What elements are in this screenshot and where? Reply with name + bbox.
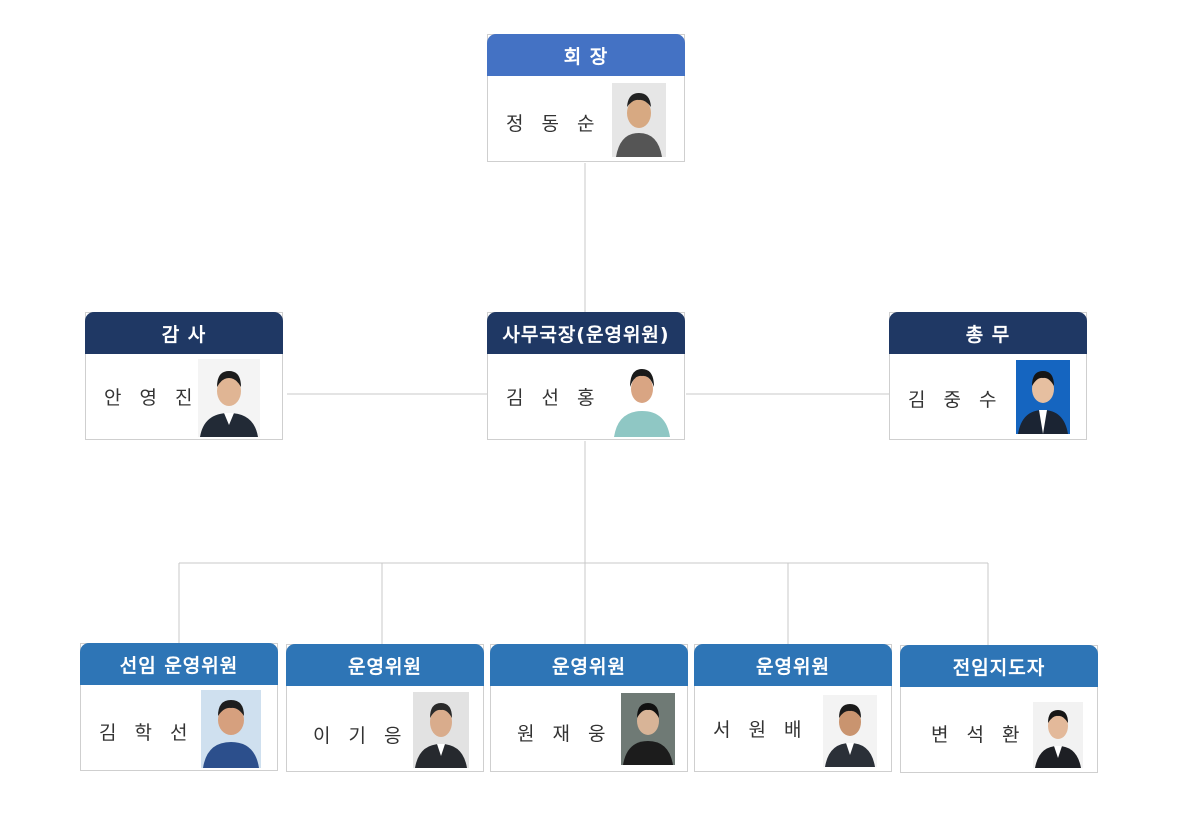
general-affairs-photo: [1016, 360, 1070, 434]
auditor-photo: [198, 359, 260, 437]
senior-member-photo: [201, 690, 261, 768]
operating-member-2-title: 운영위원: [490, 644, 688, 686]
operating-member-2-photo: [621, 693, 675, 765]
secretary-name: 김 선 홍: [506, 387, 601, 409]
senior-member-title: 선임 운영위원: [80, 643, 278, 685]
operating-member-3-card: 운영위원 서 원 배: [694, 644, 892, 772]
senior-member-card: 선임 운영위원 김 학 선: [80, 643, 278, 771]
operating-member-1-card: 운영위원 이 기 응: [286, 644, 484, 772]
senior-member-name: 김 학 선: [99, 722, 194, 744]
secretary-photo: [612, 361, 672, 437]
operating-member-2-card: 운영위원 원 재 웅: [490, 644, 688, 772]
coach-title: 전임지도자: [900, 645, 1098, 687]
operating-member-2-name: 원 재 웅: [517, 723, 612, 745]
operating-member-1-photo: [413, 692, 469, 768]
general-affairs-name: 김 중 수: [908, 389, 1003, 411]
chairman-title: 회 장: [487, 34, 685, 76]
auditor-name: 안 영 진: [104, 387, 199, 409]
auditor-card: 감 사 안 영 진: [85, 312, 283, 440]
operating-member-1-title: 운영위원: [286, 644, 484, 686]
operating-member-3-name: 서 원 배: [713, 719, 808, 741]
auditor-title: 감 사: [85, 312, 283, 354]
chairman-name: 정 동 순: [506, 113, 601, 135]
secretary-card: 사무국장(운영위원) 김 선 홍: [487, 312, 685, 440]
operating-member-1-name: 이 기 응: [313, 725, 408, 747]
coach-name: 변 석 환: [931, 724, 1026, 746]
chairman-photo: [612, 83, 666, 157]
operating-member-3-title: 운영위원: [694, 644, 892, 686]
chairman-card: 회 장 정 동 순: [487, 34, 685, 162]
secretary-title: 사무국장(운영위원): [487, 312, 685, 354]
operating-member-3-photo: [823, 695, 877, 767]
general-affairs-card: 총 무 김 중 수: [889, 312, 1087, 440]
coach-photo: [1033, 702, 1083, 768]
general-affairs-title: 총 무: [889, 312, 1087, 354]
coach-card: 전임지도자 변 석 환: [900, 645, 1098, 773]
